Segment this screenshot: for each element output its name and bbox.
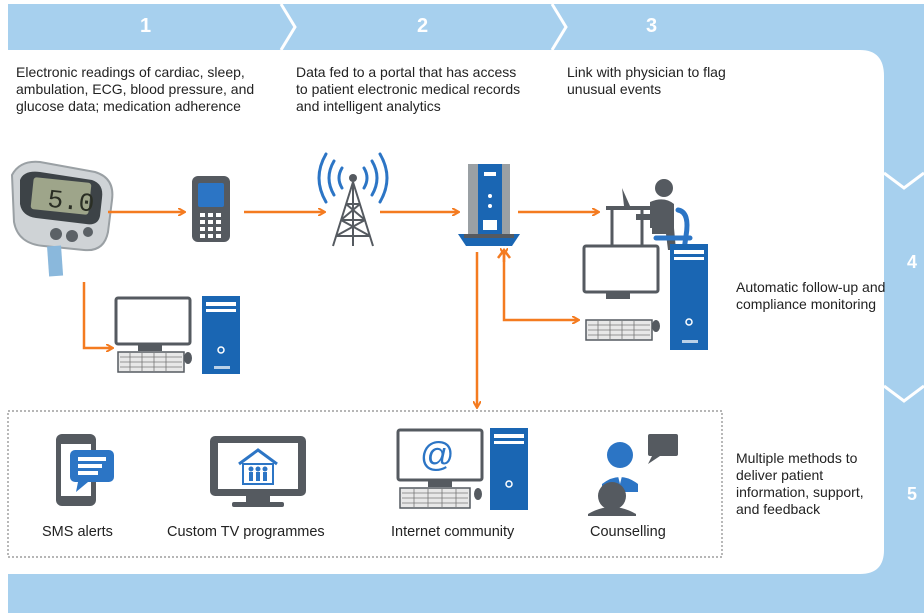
channel-label-internet: Internet community [391, 524, 515, 540]
channel-label-counselling: Counselling [590, 524, 666, 540]
step-number-5: 5 [907, 484, 918, 504]
step-4-description: Automatic follow-up and compliance monit… [736, 279, 886, 312]
monitoring-desktop-computer-icon [582, 244, 708, 350]
arrow-server-monitoring-loop [502, 252, 578, 320]
step-number-3: 3 [646, 15, 658, 37]
chevron-separator-2-3 [550, 3, 568, 51]
svg-text:5.0: 5.0 [46, 185, 96, 220]
arrow-meter-to-computer [82, 282, 112, 348]
step-1-description: Electronic readings of cardiac, sleep, a… [16, 64, 255, 114]
channel-label-tv: Custom TV programmes [167, 524, 325, 540]
step-number-4: 4 [907, 252, 918, 272]
step-3-description: Link with physician to flag unusual even… [567, 64, 726, 97]
mobile-phone-icon [192, 176, 230, 242]
patient-desktop-computer-icon [114, 296, 240, 374]
step-5-description: Multiple methods to deliver patient info… [736, 450, 864, 517]
step-number-2: 2 [417, 15, 429, 37]
channels-box [7, 410, 723, 558]
chevron-separator-1-2 [279, 3, 297, 51]
glucose-meter-icon: 5.0 [10, 160, 114, 277]
tv-community-icon [210, 436, 306, 507]
sms-phone-icon [56, 434, 114, 506]
physician-at-desk-icon [606, 179, 693, 253]
channel-label-sms: SMS alerts [42, 524, 113, 540]
step-number-1: 1 [140, 15, 152, 37]
step-2-description: Data fed to a portal that has access to … [296, 64, 521, 114]
svg-text:@: @ [420, 436, 455, 474]
counsellor-icon [588, 434, 678, 516]
server-portal-icon [458, 164, 520, 246]
radio-tower-icon [317, 152, 389, 247]
internet-computer-icon: @ [396, 428, 528, 510]
chevron-separator-3-4 [883, 171, 924, 190]
chevron-separator-4-5 [883, 384, 924, 403]
